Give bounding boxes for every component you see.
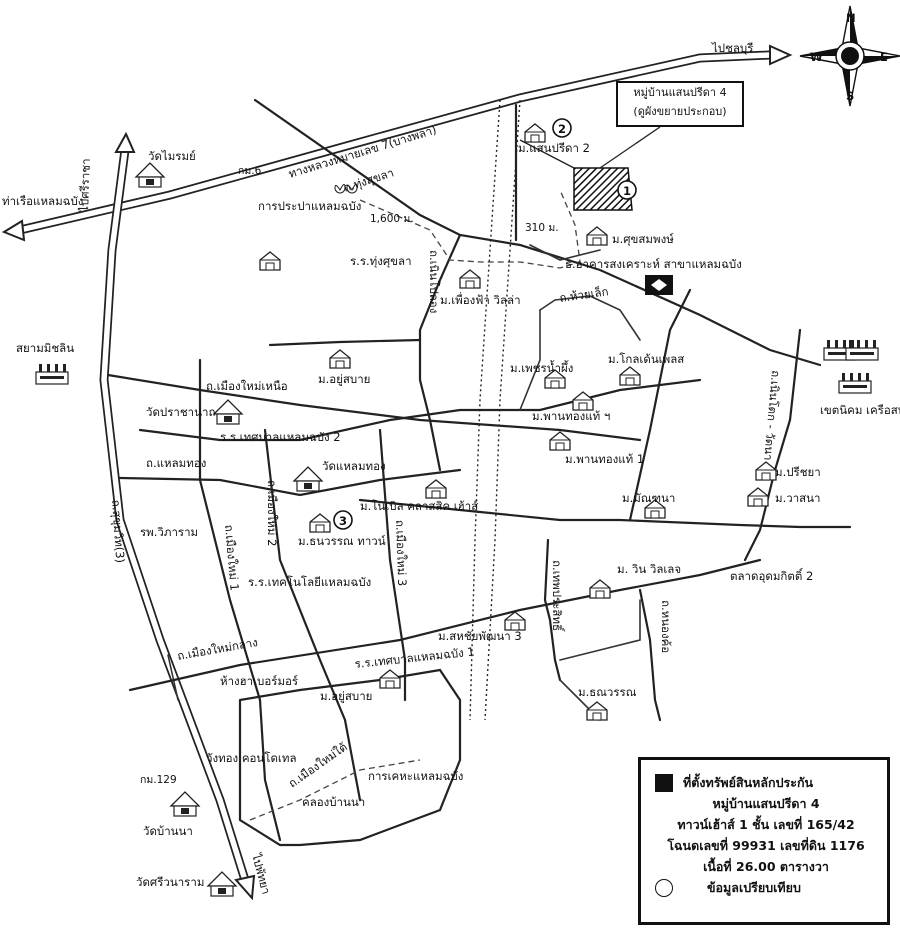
label-thanawan-town: ม.ธนวรรณ ทาวน์: [298, 534, 386, 548]
marker-1: 1: [617, 180, 637, 200]
label-school-thungsukhla: ร.ร.ทุ่งศุขลา: [350, 254, 412, 268]
marker-2: 2: [552, 118, 572, 138]
svg-text:3: 3: [339, 514, 347, 528]
legend-line3: ทาวน์เฮ้าส์ 1 ชั้น เลขที่ 165/42: [677, 817, 855, 832]
label-harbor-mall: ห้างฮาเบอร์มอร์: [220, 674, 298, 688]
label-saen-pricha-2: ม.แสนปรีดา 2: [518, 141, 590, 155]
label-noen-tok: ถ.เนินโตก - วัดนา: [761, 370, 783, 461]
label-mueang-mai-1: ถ.เมืองใหม่ 1: [222, 524, 242, 591]
label-mueang-mai-2: ถ.เมืองใหม่ 2: [265, 480, 279, 546]
label-phanthongthae-1: ม.พานทองแท้ 1: [565, 452, 644, 466]
label-suksomphong: ม.ศุขสมพงษ์: [612, 232, 674, 246]
label-vibharam: รพ.วิภาราม: [140, 525, 198, 539]
waterworks-icon: [334, 184, 358, 194]
label-khlong-ban-na: คลองบ้านนา: [302, 795, 365, 809]
legend-compare-circle: [655, 878, 673, 897]
label-industrial-1: เขตนิคม เครือสหพัฒน์ ฯ: [820, 403, 900, 417]
label-udomkit: ตลาดอุดมกิตติ์ 2: [730, 567, 813, 583]
legend-line4: โฉนดเลขที่ 99931 เลขที่ดิน 1176: [667, 838, 865, 853]
label-manthana: ม.มัณฑนา: [622, 491, 675, 505]
label-pricha: ม.ปรีชยา: [775, 465, 821, 479]
label-ou-sabai-2: ม.อยู่สบาย: [320, 689, 372, 703]
label-wang-thong: วังทอง คอนโดเทล: [206, 751, 297, 765]
legend-title-row: ที่ตั้งทรัพย์สินหลักประกัน: [655, 772, 877, 793]
label-ou-sabai-1: ม.อยู่สบาย: [318, 372, 370, 386]
highway-7: [1, 44, 793, 242]
compass-w: W: [810, 50, 823, 64]
label-thungsukhla-rd: ถ.ทุ่งสุขลา: [342, 165, 396, 194]
route-dashed: [359, 189, 581, 269]
legend-line5: เนื้อที่ 26.00 ตารางวา: [703, 859, 829, 874]
label-km129: กม.129: [140, 774, 177, 786]
compass-s: S: [846, 89, 854, 103]
label-km6: กม.6: [238, 165, 262, 177]
target-parcel: [573, 167, 633, 211]
label-phetsamphan: ม.เพชรน้ำผึ้ง: [510, 360, 573, 375]
compass-e: E: [880, 50, 888, 64]
map-labels: ไปชลบุรี ท่าเรือแหลมฉบัง ไปพัทยา ไปศรีรา…: [2, 41, 900, 896]
label-port-authority: การเคหะแหลมฉบัง: [368, 769, 463, 783]
label-huai-lek: ถ.ห้วยเล็ก: [558, 283, 609, 305]
label-to-sriracha: ไปศรีราชา: [77, 158, 93, 213]
label-mueang-mai-klang: ถ.เมืองใหม่กลาง: [176, 635, 259, 663]
callout-line1: หมู่บ้านแสนปรีดา 4: [633, 86, 727, 99]
label-mueang-mai-tai: ถ.เมืองใหม่ใต้: [286, 740, 350, 791]
label-school-thesaban-2: ร.ร.เทศบาลแหลมฉบัง 2: [220, 430, 341, 444]
svg-text:2: 2: [558, 122, 566, 136]
label-siam-michelin: สยามมิชลิน: [16, 341, 74, 355]
label-sahachai: ม.สหชัยพัฒนา 3: [438, 629, 522, 643]
legend-box: ที่ตั้งทรัพย์สินหลักประกัน หมู่บ้านแสนปร…: [638, 757, 890, 925]
legend-title: ที่ตั้งทรัพย์สินหลักประกัน: [683, 775, 814, 790]
compass-rose-icon: [799, 5, 900, 107]
label-mueang-mai-nuea: ถ.เมืองใหม่เหนือ: [206, 379, 288, 393]
label-mueang-mai-3: ถ.เมืองใหม่ 3: [393, 520, 409, 587]
legend-compare-row: ข้อมูลเปรียบเทียบ: [655, 877, 877, 898]
label-wasana: ม.วาสนา: [775, 491, 821, 505]
label-waterworks: การประปาแหลมฉบัง: [258, 199, 361, 213]
legend-line2: หมู่บ้านแสนปรีดา 4: [712, 796, 820, 811]
label-wat-ban-na: วัดบ้านนา: [143, 824, 193, 838]
label-golden-place: ม.โกลเด้นเพลส: [608, 352, 684, 366]
label-gh-bank: ธ.อาคารสงเคราะห์ สาขาแหลมฉบัง: [565, 257, 742, 271]
label-phuengfa: ม.เพื่องฟ้า วิลล่า: [440, 292, 521, 307]
label-win-village: ม. วิน วิลเลจ: [617, 562, 681, 576]
label-port: ท่าเรือแหลมฉบัง: [2, 194, 83, 208]
label-noen-phlapwan: ถ.เนินโปลอง: [427, 250, 441, 313]
marker-3: 3: [333, 510, 353, 530]
label-nong-kho: ถ.หนองค้อ: [659, 600, 673, 653]
railway-line: [484, 99, 521, 721]
label-thanawan: ม.ธณวรรณ: [578, 685, 637, 699]
legend-line6: ข้อมูลเปรียบเทียบ: [707, 880, 801, 895]
label-noble-classic: ม.โนเบิล คลาสสิค เฮ้าส์: [360, 499, 478, 513]
label-phanthongthae: ม.พานทองแท้ ฯ: [532, 409, 610, 423]
label-laem-thong-rd: ถ.แหลมทอง: [146, 456, 206, 470]
label-school-thesaban-1: ร.ร.เทศบาลแหลมฉบัง 1: [354, 644, 475, 671]
label-sukhumvit: ถ.สุขุมวิท(3): [109, 499, 127, 563]
local-roads: [106, 98, 852, 847]
sukhumvit-road: [99, 131, 256, 901]
property-callout: หมู่บ้านแสนปรีดา 4 (ดูผังขยายประกอบ): [616, 81, 744, 127]
label-to-chonburi: ไปชลบุรี: [711, 41, 753, 55]
industrial-estate-icons: [35, 339, 879, 394]
label-310m: 310 ม.: [525, 222, 559, 234]
callout-line2: (ดูผังขยายประกอบ): [633, 105, 727, 118]
label-wat-laem-thong: วัดแหลมทอง: [322, 459, 386, 473]
label-thep-prasit: ถ.เทพประสิทธิ์: [550, 560, 566, 633]
label-wat-mairom: วัดไมรมย์: [148, 149, 196, 163]
compass-n: N: [846, 11, 856, 25]
label-wat-prachanat: วัดปราชานาถ: [146, 405, 215, 419]
label-wat-sriwanaram: วัดศรีวนาราม: [136, 875, 204, 889]
legend-property-swatch: [655, 773, 673, 792]
label-tech-school: ร.ร.เทคโนโลยีแหลมฉบัง: [248, 575, 371, 589]
label-1600m: 1,600 ม.: [370, 213, 414, 225]
svg-text:1: 1: [623, 184, 631, 198]
